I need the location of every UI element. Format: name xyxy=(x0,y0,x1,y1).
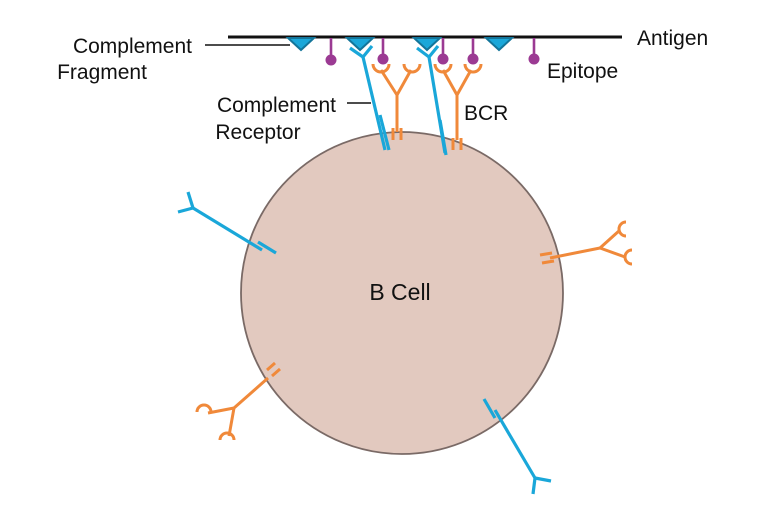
complement-fragment xyxy=(483,37,515,52)
complement-fragment-label-line1: Complement xyxy=(73,35,192,58)
epitope xyxy=(467,38,479,65)
complement-fragment xyxy=(344,37,376,52)
complement-receptor-bottom-right xyxy=(482,398,552,495)
epitope xyxy=(377,38,389,65)
bcr-top-left xyxy=(371,63,422,140)
b-cell-label: B Cell xyxy=(369,279,430,305)
epitope xyxy=(528,38,540,65)
complement-receptor-left xyxy=(177,191,277,255)
epitopes xyxy=(325,38,540,66)
complement-receptor-label-line2: Receptor xyxy=(215,121,300,144)
complement-fragment-label-line2: Fragment xyxy=(57,61,147,84)
bcr-label: BCR xyxy=(464,102,508,125)
epitope xyxy=(325,38,337,66)
complement-fragment xyxy=(285,37,317,52)
bcr-right xyxy=(539,220,633,266)
epitope xyxy=(437,38,449,65)
antigen-label: Antigen xyxy=(637,27,708,50)
complement-fragments xyxy=(285,37,515,52)
complement-receptor-label-line1: Complement xyxy=(217,94,336,117)
complement-fragment xyxy=(411,37,443,52)
epitope-label: Epitope xyxy=(547,60,618,83)
bcr-top-right xyxy=(433,63,483,150)
complement-receptor-top-right xyxy=(416,44,448,156)
complement-receptor-top-left xyxy=(349,44,391,151)
bcr-bottom-left xyxy=(195,361,281,441)
